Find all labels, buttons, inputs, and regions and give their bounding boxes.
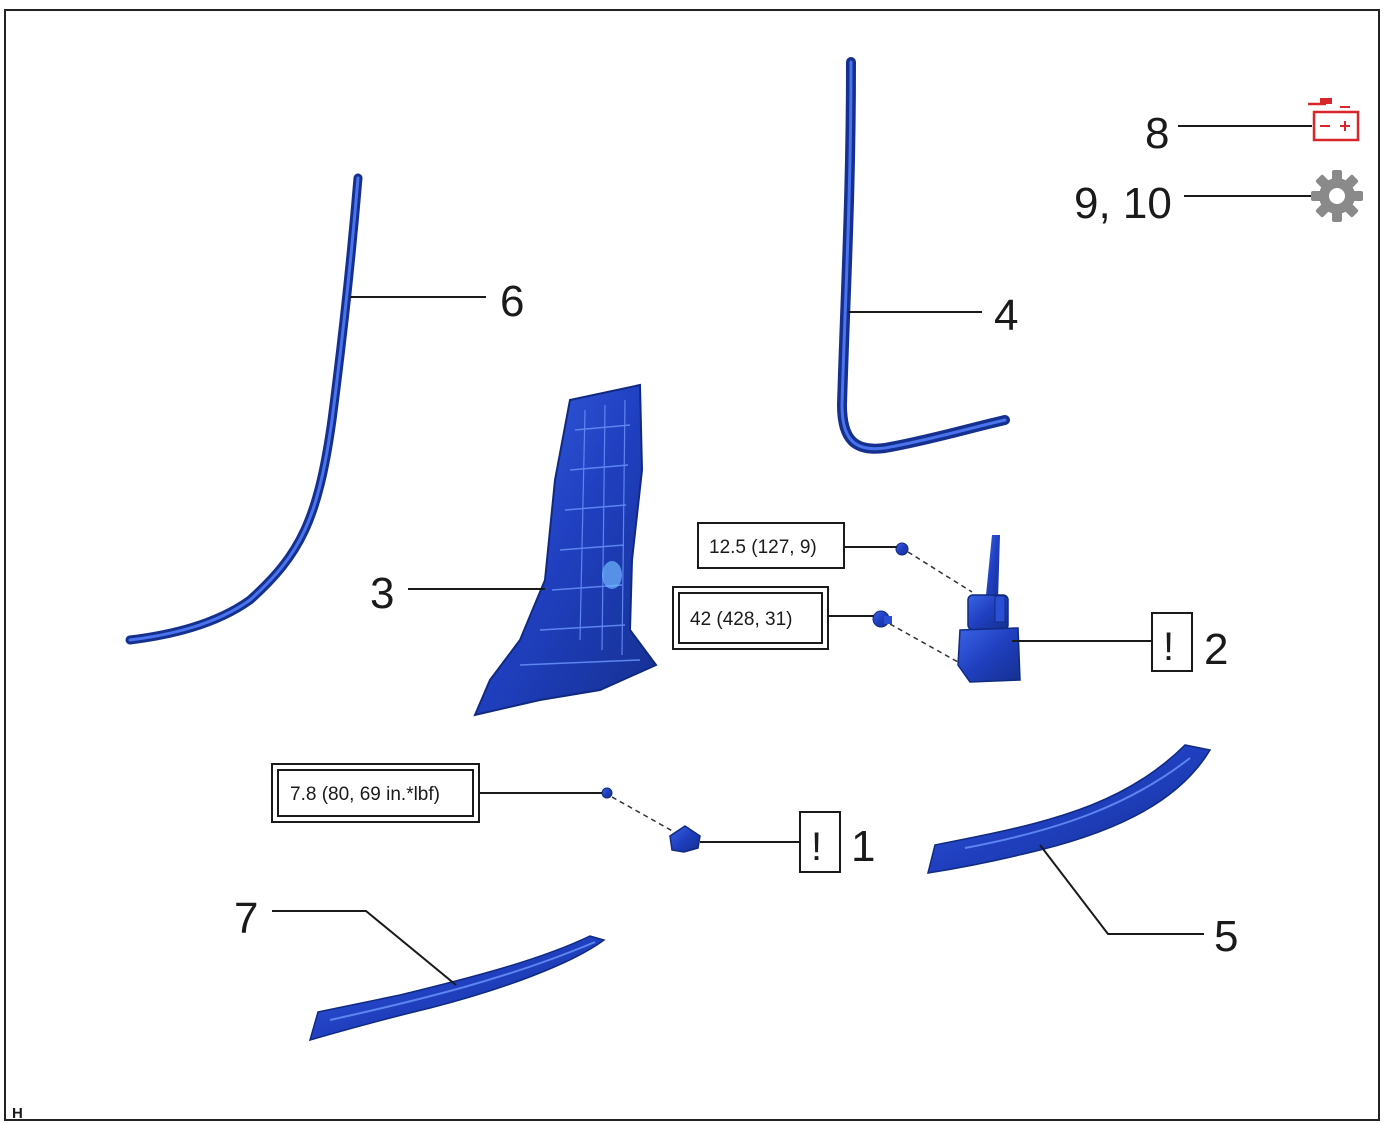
bolt-upper (895, 542, 909, 556)
torque-box-anchor-outer (271, 763, 480, 823)
torque-box-lower-outer (672, 586, 829, 650)
torque-anchor: 7.8 (80, 69 in.*lbf) (290, 784, 440, 805)
leader-7 (272, 910, 457, 986)
part-1-anchor-cover (669, 825, 701, 853)
part-7-scuff-plate (308, 935, 606, 1042)
callout-1: 1 (851, 822, 875, 871)
callout-2: 2 (1204, 625, 1228, 674)
gear-icon (1311, 170, 1363, 222)
leader-5 (1039, 844, 1204, 935)
caution-box-1 (799, 811, 841, 873)
part-4-weatherstrip (836, 57, 1010, 454)
dash-lower (889, 623, 959, 663)
torque-box-anchor-inner (277, 769, 474, 817)
callout-3: 3 (370, 569, 394, 618)
battery-disconnect-icon (1308, 98, 1360, 142)
figure-code: H (12, 1105, 23, 1122)
part-2-retractor (957, 535, 1021, 683)
torque-upper: 12.5 (127, 9) (709, 537, 817, 558)
dash-anchor (611, 796, 677, 834)
dash-upper (907, 551, 973, 593)
diagram-frame (4, 9, 1380, 1121)
callout-5: 5 (1214, 912, 1238, 961)
callout-6: 6 (500, 277, 524, 326)
bolt-anchor (601, 787, 613, 799)
part-6-weatherstrip (125, 173, 363, 645)
torque-box-upper (697, 522, 845, 569)
bolt-lower (872, 610, 892, 628)
part-5-scuff-plate (926, 744, 1212, 874)
callout-7: 7 (234, 894, 258, 943)
callout-4: 4 (994, 291, 1018, 340)
torque-box-lower-inner (678, 592, 823, 644)
torque-lower: 42 (428, 31) (690, 609, 792, 630)
callout-9-10: 9, 10 (1074, 179, 1172, 228)
caution-box-2 (1151, 612, 1193, 672)
caution-mark-2: ! (1163, 625, 1174, 669)
caution-mark-1: ! (811, 825, 822, 869)
callout-8: 8 (1145, 109, 1169, 158)
